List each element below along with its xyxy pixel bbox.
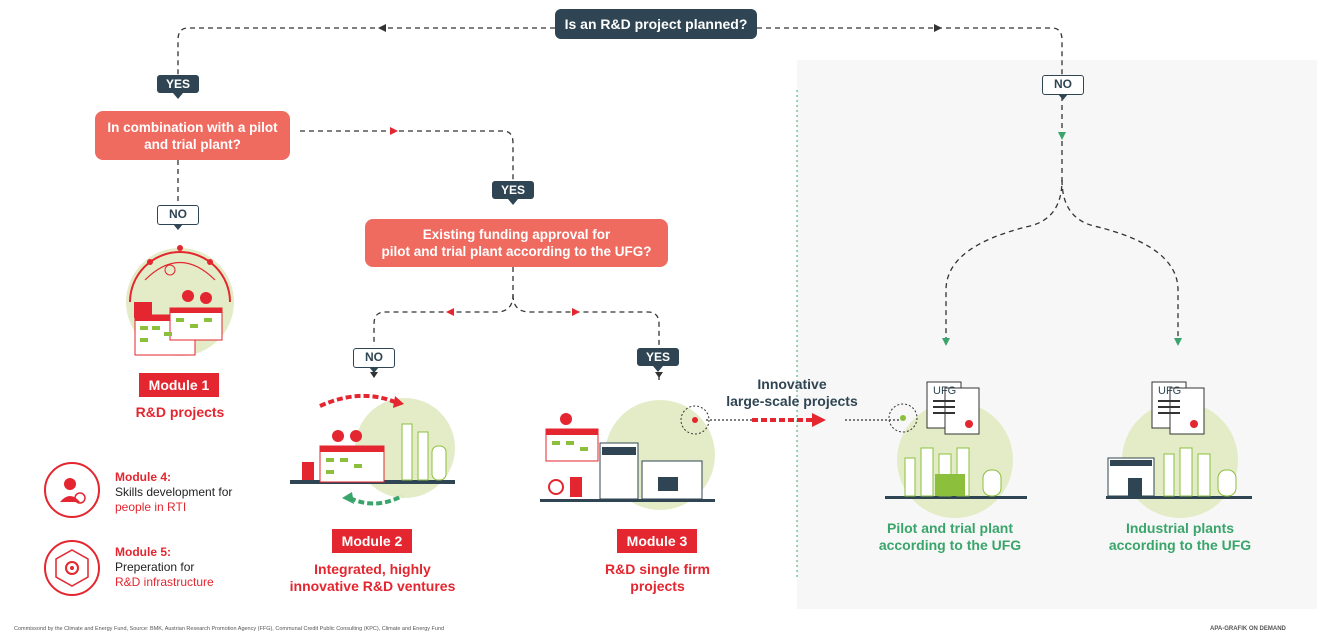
module2-illustration: [290, 393, 455, 506]
legend-module4-line1: Skills development for: [115, 485, 233, 499]
brand-label: APA-GRAFIK ON DEMAND: [1210, 626, 1286, 632]
question-funding-line-2: pilot and trial plant according to the U…: [381, 244, 652, 259]
legend-module4-title: Module 4:: [115, 470, 171, 484]
infrastructure-gear-icon: [44, 540, 100, 596]
pilot-ufg-doc-label: UFG: [933, 385, 956, 397]
question-funding-line-1: Existing funding approval for: [422, 227, 611, 242]
module2-caption-line-1: Integrated, highly: [314, 561, 431, 577]
module3-caption: R&D single firm projects: [580, 561, 735, 595]
no-tag-right: NO: [1042, 75, 1084, 100]
module3-tag: Module 3: [617, 529, 697, 553]
source-footer: Commissond by the Climate and Energy Fun…: [14, 626, 445, 632]
pilot-plant-caption: Pilot and trial plant according to the U…: [870, 520, 1030, 554]
module3-caption-line-1: R&D single firm: [604, 561, 710, 577]
module2-caption: Integrated, highly innovative R&D ventur…: [280, 561, 465, 595]
no-tag-module1: NO: [157, 205, 199, 230]
module1-illustration: [126, 245, 234, 356]
industrial-plant-illustration: UFG: [1106, 381, 1252, 518]
industrial-ufg-doc-label: UFG: [1158, 385, 1181, 397]
pilot-caption-line-1: Pilot and trial plant: [886, 520, 1013, 536]
legend-module5-line1: Preperation for: [115, 560, 195, 574]
legend-module4-line2: people in RTI: [115, 500, 187, 514]
module1-caption: R&D projects: [135, 404, 225, 420]
innovative-label-line-2: large-scale projects: [726, 393, 858, 409]
legend-module5-title: Module 5:: [115, 545, 171, 559]
module3-illustration: [540, 400, 715, 510]
legend-module5-line2: R&D infrastructure: [115, 575, 214, 589]
innovative-label: Innovative large-scale projects: [722, 376, 862, 410]
innovative-label-line-1: Innovative: [757, 376, 827, 392]
pilot-plant-illustration: UFG: [885, 381, 1027, 518]
question-rd-planned: Is an R&D project planned?: [555, 9, 757, 39]
question-funding-approval: Existing funding approval for pilot and …: [365, 219, 668, 267]
no-tag-module2: NO: [353, 348, 395, 373]
yes-tag-module3: YES: [637, 348, 679, 372]
right-panel-background: [797, 60, 1317, 609]
module1-tag: Module 1: [139, 373, 219, 397]
legend-module5: Module 5: Preperation for R&D infrastruc…: [115, 545, 255, 590]
module2-caption-line-2: innovative R&D ventures: [289, 578, 456, 594]
pilot-caption-line-2: according to the UFG: [878, 537, 1022, 553]
industrial-caption-line-1: Industrial plants: [1125, 520, 1235, 536]
yes-tag-funding: YES: [492, 181, 534, 205]
skills-person-icon: [44, 462, 100, 518]
legend-module4: Module 4: Skills development for people …: [115, 470, 255, 515]
industrial-plant-caption: Industrial plants according to the UFG: [1100, 520, 1260, 554]
module3-caption-line-2: projects: [630, 578, 685, 594]
yes-tag-left: YES: [157, 75, 199, 99]
industrial-caption-line-2: according to the UFG: [1108, 537, 1252, 553]
module2-tag: Module 2: [332, 529, 412, 553]
question-pilot-plant: In combination with a pilot and trial pl…: [95, 111, 290, 160]
